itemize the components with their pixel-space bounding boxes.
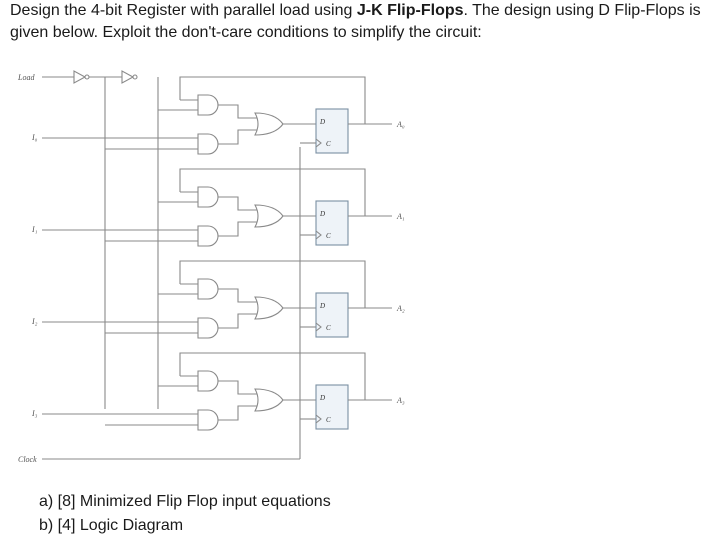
- and-gate: [197, 94, 219, 116]
- question-intro: Design the 4-bit Register with parallel …: [10, 2, 357, 19]
- and-gate: [197, 225, 219, 247]
- and-gate: [197, 186, 219, 208]
- output-label: A₃: [396, 396, 405, 405]
- and-gate: [197, 317, 219, 339]
- ff-c-label: C: [326, 324, 331, 332]
- question-rest: . The design using D Flip-Flops is given…: [10, 2, 701, 41]
- ff-d-label: D: [319, 210, 325, 218]
- output-label: A₂: [396, 304, 405, 313]
- and-gate: [197, 278, 219, 300]
- ff-d-label: D: [319, 118, 325, 126]
- ff-d-label: D: [319, 302, 325, 310]
- part-a: a) [8] Minimized Flip Flop input equatio…: [39, 493, 331, 510]
- and-gate: [197, 370, 219, 392]
- d-flip-flop: [315, 200, 349, 246]
- input-label: I₃: [31, 409, 38, 418]
- d-flip-flop: [315, 384, 349, 430]
- ff-c-label: C: [326, 232, 331, 240]
- and-gate: [197, 133, 219, 155]
- clock-label: Clock: [18, 455, 37, 464]
- output-label: A₁: [396, 212, 405, 221]
- d-flip-flop: [315, 292, 349, 338]
- input-label: I₁: [31, 225, 38, 234]
- question-emphasis: J-K Flip-Flops: [356, 2, 464, 19]
- output-label: A₀: [396, 120, 405, 129]
- or-gate: [254, 204, 284, 228]
- ff-c-label: C: [326, 140, 331, 148]
- question-text: Design the 4-bit Register with parallel …: [10, 0, 716, 44]
- or-gate: [254, 112, 284, 136]
- or-gate: [254, 388, 284, 412]
- ff-c-label: C: [326, 416, 331, 424]
- input-label: I₀: [31, 133, 38, 142]
- and-gate: [197, 409, 219, 431]
- input-label: I₂: [31, 317, 38, 326]
- question-parts: a) [8] Minimized Flip Flop input equatio…: [39, 490, 331, 538]
- ff-d-label: D: [319, 394, 325, 402]
- or-gate: [254, 296, 284, 320]
- part-b: b) [4] Logic Diagram: [39, 517, 184, 534]
- load-label: Load: [17, 73, 35, 82]
- d-flip-flop: [315, 108, 349, 154]
